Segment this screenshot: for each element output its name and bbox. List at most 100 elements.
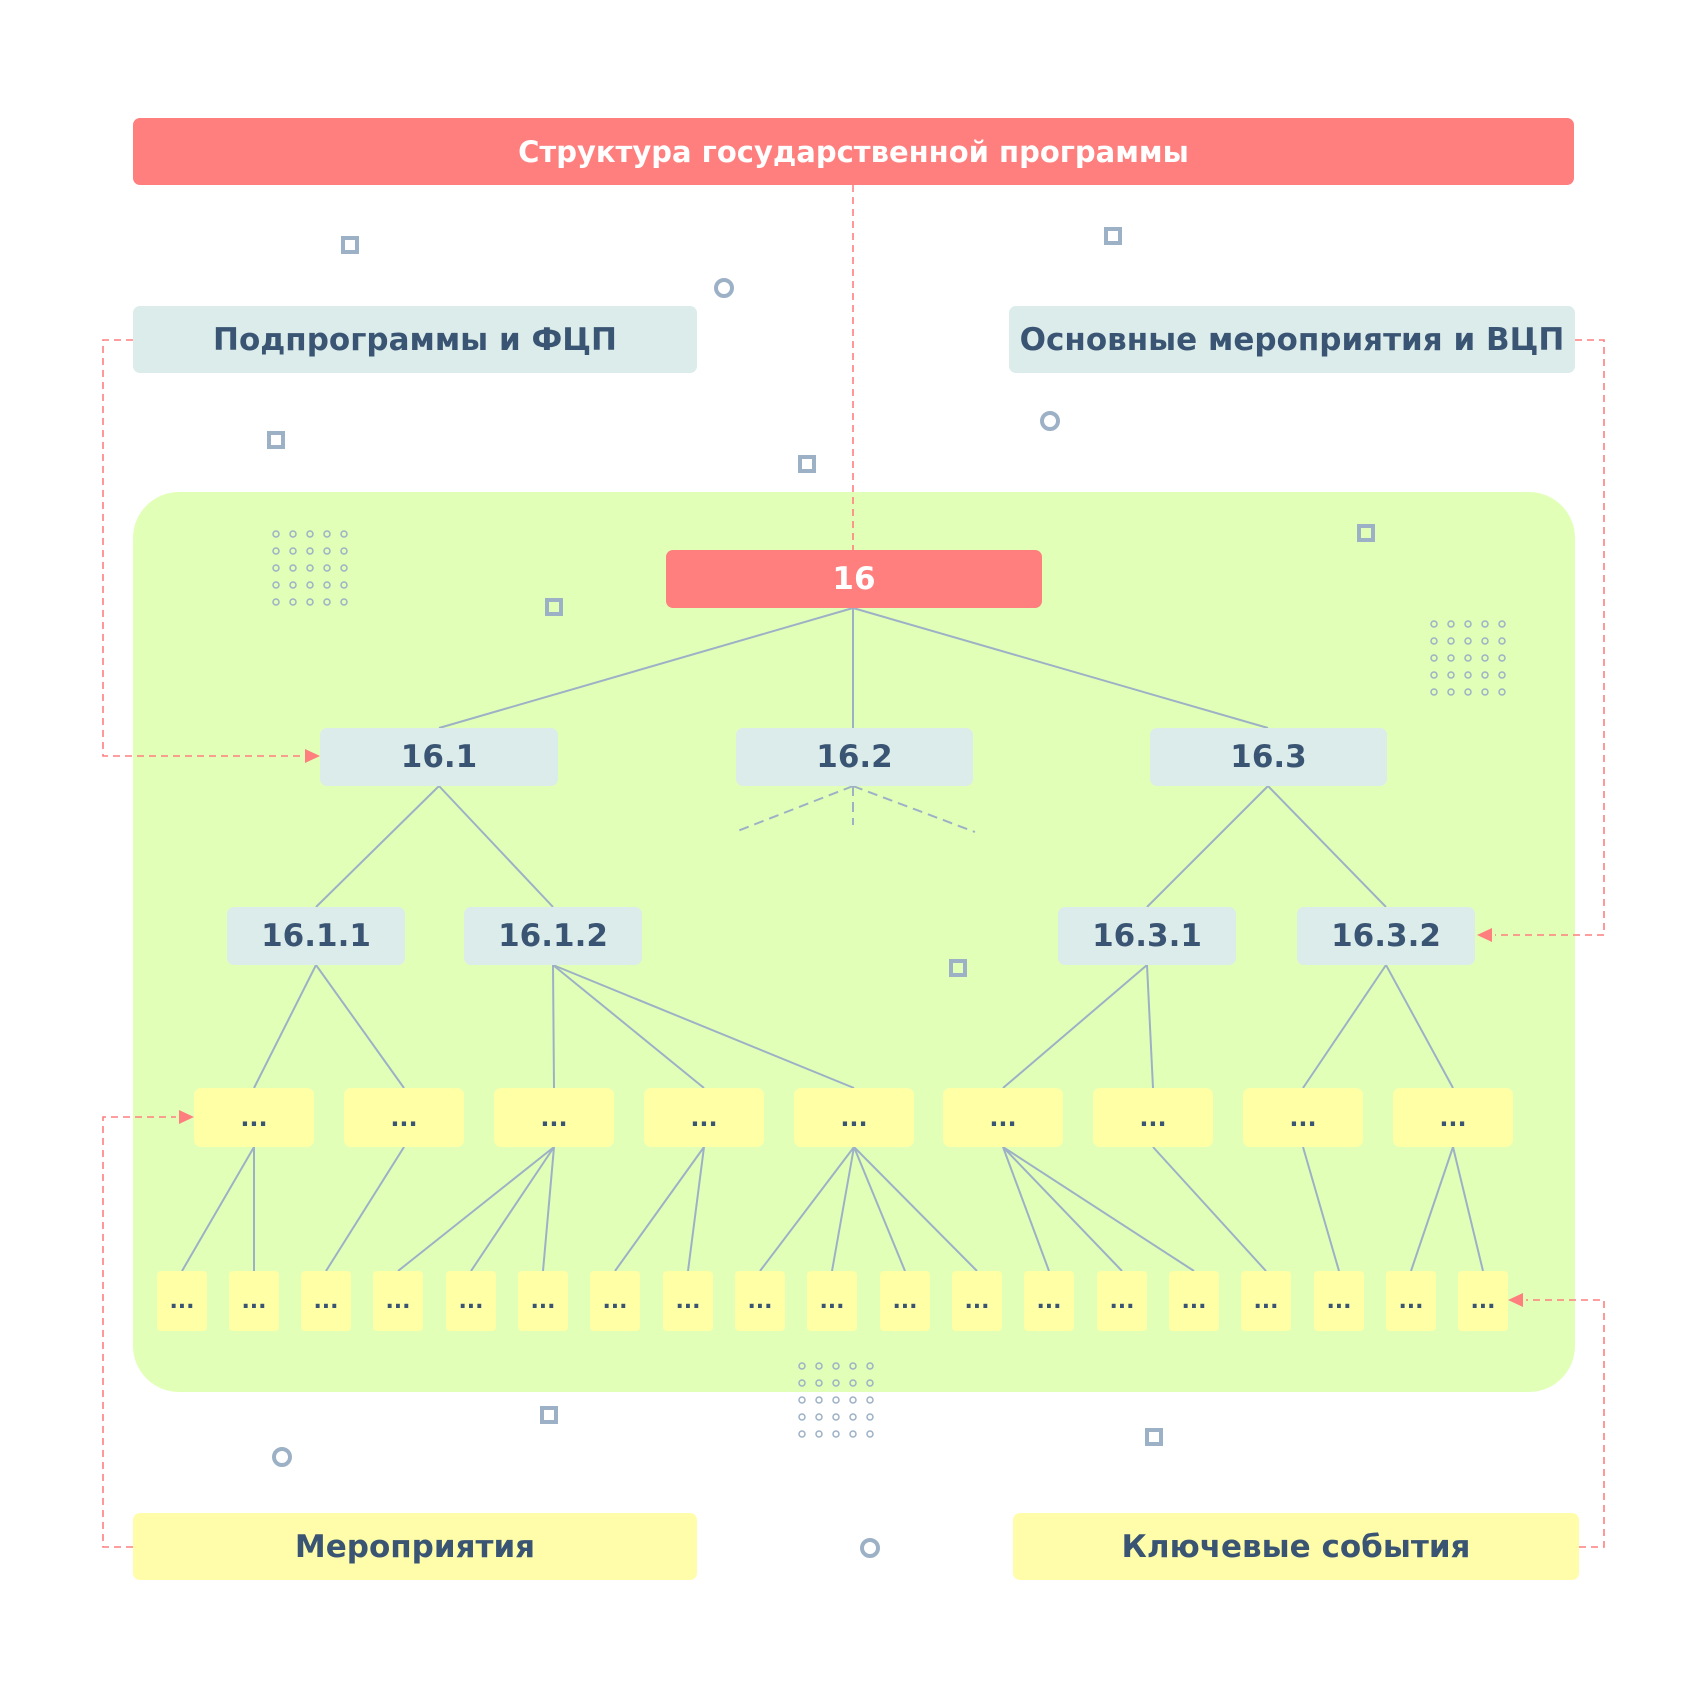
key-event-node: ... [1024,1271,1074,1331]
legend-subprograms: Подпрограммы и ФЦП [133,306,697,373]
tree-connector [315,785,440,908]
key-event-node: ... [157,1271,207,1331]
legend-pointer-line [102,1116,176,1548]
tree-connector [687,1146,705,1272]
small-circle-outline-icon [1040,411,1060,431]
tree-connector [1146,964,1154,1089]
key-event-node: ... [1314,1271,1364,1331]
small-square-outline-icon [540,1406,558,1424]
activity-node: ... [1243,1088,1363,1147]
tree-connector [852,607,1269,729]
activity-node: ... [344,1088,464,1147]
tree-connector [1002,964,1148,1089]
dot-grid-icon [798,1362,874,1438]
activity-node: ... [1393,1088,1513,1147]
small-square-outline-icon [798,455,816,473]
legend-pointer-line [102,339,302,757]
arrow-head-icon [1508,1293,1523,1307]
node-level1: 16.2 [736,728,973,786]
arrow-head-icon [179,1110,194,1124]
tree-connector [552,964,855,1089]
dot-grid-icon [1430,620,1506,696]
activity-node: ... [494,1088,614,1147]
tree-connector [1267,785,1387,908]
key-event-node: ... [590,1271,640,1331]
tree-connector [438,607,854,729]
node-level2: 16.3.2 [1297,907,1475,965]
small-square-outline-icon [341,236,359,254]
legend-key-events: Ключевые события [1013,1513,1579,1580]
small-square-outline-icon [949,959,967,977]
tree-connector [1002,1146,1195,1272]
key-event-node: ... [229,1271,279,1331]
key-event-node: ... [807,1271,857,1331]
tree-connector [614,1146,705,1272]
tree-connector [1002,1146,1123,1272]
node-level2: 16.1.1 [227,907,405,965]
tree-connector [552,964,555,1089]
tree-connector [853,1146,978,1272]
activity-node: ... [943,1088,1063,1147]
legend-pointer-line [1526,1299,1605,1548]
activity-node: ... [1093,1088,1213,1147]
node-root: 16 [666,550,1042,608]
key-event-node: ... [1458,1271,1508,1331]
key-event-node: ... [663,1271,713,1331]
tree-connector [852,785,976,833]
tree-connector [325,1146,405,1272]
key-event-node: ... [952,1271,1002,1331]
tree-connector [1302,1146,1340,1272]
small-circle-outline-icon [714,278,734,298]
small-square-outline-icon [545,598,563,616]
key-event-node: ... [1241,1271,1291,1331]
tree-connector [253,964,317,1089]
arrow-head-icon [1477,928,1492,942]
small-square-outline-icon [1357,524,1375,542]
activity-node: ... [194,1088,314,1147]
small-square-outline-icon [267,431,285,449]
activity-node: ... [644,1088,764,1147]
key-event-node: ... [880,1271,930,1331]
tree-connector [1152,1146,1267,1272]
tree-connector [542,1146,555,1272]
tree-connector [315,964,405,1089]
key-event-node: ... [1386,1271,1436,1331]
tree-connector [1385,964,1454,1089]
tree-connector [831,1146,855,1272]
tree-connector [1146,785,1269,908]
tree-connector [734,785,854,833]
tree-connector [1452,1146,1484,1272]
tree-connector [1302,964,1387,1089]
arrow-head-icon [305,749,320,763]
activity-node: ... [794,1088,914,1147]
tree-connector [397,1146,555,1272]
tree-connector [1410,1146,1454,1272]
legend-pointer-line [1495,339,1605,936]
small-circle-outline-icon [272,1447,292,1467]
small-circle-outline-icon [860,1538,880,1558]
tree-connector [1002,1146,1050,1272]
node-level1: 16.3 [1150,728,1387,786]
tree-connector [853,1146,906,1272]
legend-main-activities: Основные мероприятия и ВЦП [1009,306,1575,373]
key-event-node: ... [446,1271,496,1331]
key-event-node: ... [1097,1271,1147,1331]
node-level2: 16.1.2 [464,907,642,965]
node-level2: 16.3.1 [1058,907,1236,965]
key-event-node: ... [735,1271,785,1331]
tree-connector [759,1146,855,1272]
tree-connector [552,964,705,1089]
key-event-node: ... [518,1271,568,1331]
dot-grid-icon [272,530,348,606]
tree-connector [470,1146,555,1272]
small-square-outline-icon [1104,227,1122,245]
diagram-title: Структура государственной программы [133,118,1574,185]
key-event-node: ... [1169,1271,1219,1331]
key-event-node: ... [301,1271,351,1331]
tree-connector [438,785,554,908]
node-level1: 16.1 [320,728,558,786]
small-square-outline-icon [1145,1428,1163,1446]
